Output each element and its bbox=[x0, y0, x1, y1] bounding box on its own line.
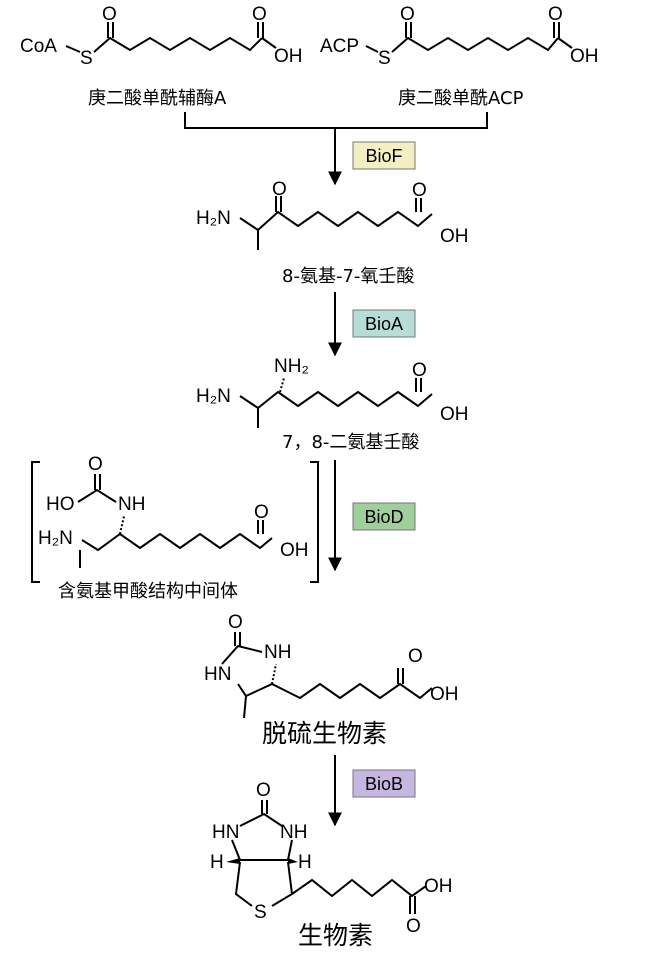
atom-o: O bbox=[412, 360, 427, 381]
coa-group: CoA bbox=[20, 36, 57, 57]
atom-nh: NH bbox=[118, 494, 145, 515]
dapa-label: 7，8-二氨基壬酸 bbox=[282, 432, 419, 453]
atom-nh2: H₂N bbox=[196, 208, 231, 229]
atom-o: O bbox=[412, 180, 427, 201]
atom-h: H bbox=[298, 852, 312, 873]
atom-oh: OH bbox=[274, 46, 303, 67]
enzyme-box bbox=[352, 769, 416, 798]
atom-o: O bbox=[254, 502, 269, 523]
atom-o: O bbox=[406, 916, 421, 937]
pimeloyl-acp-structure: ACP S O O OH 庚二酸单酰ACP bbox=[320, 4, 599, 109]
atom-nh2: NH₂ bbox=[274, 356, 309, 377]
atom-oh: OH bbox=[424, 876, 453, 897]
enzyme-label: BioB bbox=[365, 774, 403, 794]
dapa-structure: NH₂ H₂N O OH 7，8-二氨基壬酸 bbox=[196, 356, 469, 453]
atom-s: S bbox=[378, 48, 391, 69]
kapa-structure: H₂N O O OH 8-氨基-7-氧壬酸 bbox=[196, 179, 469, 287]
atom-oh: OH bbox=[570, 46, 599, 67]
atom-hn: HN bbox=[212, 822, 239, 843]
atom-nh2: H₂N bbox=[196, 386, 231, 407]
enzyme-biob: BioB bbox=[352, 769, 416, 798]
atom-hn: HN bbox=[204, 664, 231, 685]
atom-s: S bbox=[80, 48, 93, 69]
atom-oh: OH bbox=[430, 684, 459, 705]
atom-h: H bbox=[210, 852, 224, 873]
carbamate-label: 含氨基甲酸结构中间体 bbox=[58, 581, 238, 602]
atom-nh2: H₂N bbox=[38, 528, 73, 549]
acp-group: ACP bbox=[320, 36, 359, 57]
atom-nh: NH bbox=[280, 822, 307, 843]
atom-o: O bbox=[400, 4, 415, 25]
enzyme-label: BioD bbox=[364, 507, 403, 527]
merge-connector bbox=[184, 112, 488, 129]
atom-o: O bbox=[256, 780, 271, 801]
bracket-left bbox=[31, 461, 40, 583]
pimeloyl-coa-structure: CoA S O O OH 庚二酸单酰辅酶A bbox=[20, 4, 303, 109]
atom-oh: OH bbox=[440, 404, 469, 425]
atom-oh: OH bbox=[280, 540, 309, 561]
atom-o: O bbox=[228, 612, 243, 633]
atom-ho: HO bbox=[46, 494, 75, 515]
enzyme-label: BioF bbox=[365, 146, 402, 166]
atom-o: O bbox=[102, 4, 117, 25]
atom-o: O bbox=[88, 454, 103, 475]
atom-oh: OH bbox=[440, 226, 469, 247]
atom-nh: NH bbox=[264, 642, 291, 663]
enzyme-box bbox=[352, 141, 416, 170]
carbamate-intermediate-structure: O HO NH H₂N O OH 含氨基甲酸结构中间体 bbox=[31, 454, 319, 602]
bracket-right bbox=[310, 461, 319, 583]
atom-o: O bbox=[252, 4, 267, 25]
atom-o: O bbox=[272, 179, 287, 200]
biotin-structure: O HN NH H H S O OH 生物素 bbox=[210, 780, 453, 950]
kapa-label: 8-氨基-7-氧壬酸 bbox=[282, 266, 414, 287]
dethiobiotin-structure: O NH HN O OH 脱硫生物素 bbox=[204, 612, 459, 748]
enzyme-box bbox=[352, 502, 416, 531]
atom-o: O bbox=[408, 646, 423, 667]
biotin-label: 生物素 bbox=[298, 921, 373, 950]
enzyme-label: BioA bbox=[365, 314, 403, 334]
pimeloyl-coa-label: 庚二酸单酰辅酶A bbox=[88, 88, 227, 109]
dethiobiotin-label: 脱硫生物素 bbox=[262, 719, 387, 748]
enzyme-bioa: BioA bbox=[352, 309, 416, 338]
atom-o: O bbox=[548, 4, 563, 25]
enzyme-box bbox=[352, 309, 416, 338]
enzyme-biod: BioD bbox=[352, 502, 416, 531]
atom-s: S bbox=[254, 902, 267, 923]
pimeloyl-acp-label: 庚二酸单酰ACP bbox=[398, 88, 524, 109]
enzyme-biof: BioF bbox=[352, 141, 416, 170]
